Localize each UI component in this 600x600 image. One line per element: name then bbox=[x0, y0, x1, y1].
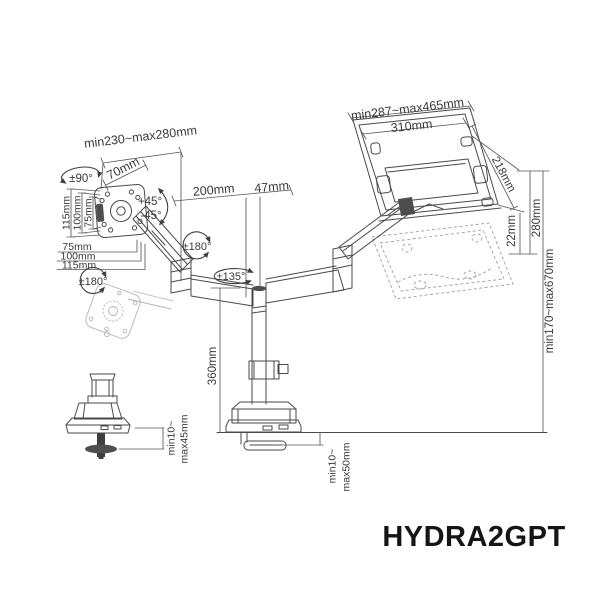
tray-side-clamp bbox=[472, 165, 489, 184]
pole-rotation-135-arrow bbox=[213, 267, 254, 286]
ghost-vesa-plate bbox=[85, 283, 174, 339]
pole-and-desk-clamp bbox=[225, 285, 302, 451]
label-pole-offset: 47mm bbox=[254, 179, 290, 196]
label-clamp-thickness-1: min10~ bbox=[327, 449, 339, 484]
collar-knob bbox=[277, 364, 289, 374]
tray-corner-stop bbox=[460, 136, 473, 147]
pole-top-cap bbox=[251, 285, 267, 292]
rotation-arrows bbox=[59, 166, 254, 294]
label-tray-drop: 22mm bbox=[506, 215, 518, 247]
label-front-arm-reach: 200mm bbox=[192, 181, 235, 199]
quick-release-latch bbox=[95, 203, 105, 222]
tilt-45-arrow bbox=[157, 187, 169, 226]
label-vesa-row-75: 75mm bbox=[62, 241, 91, 253]
label-vesa-row-115: 115mm bbox=[62, 260, 96, 272]
dimension-lines bbox=[56, 100, 550, 450]
tray-corner-stop bbox=[481, 197, 494, 207]
label-tilt-up: +45° bbox=[138, 196, 162, 208]
label-pole-height: 360mm bbox=[207, 347, 219, 385]
label-vesa-col-100: 100mm bbox=[72, 195, 84, 230]
grommet-mount bbox=[65, 373, 131, 459]
label-vesa-row-100: 100mm bbox=[60, 251, 95, 263]
laptop-arm bbox=[265, 197, 415, 304]
label-pole-rotation: ±135° bbox=[217, 271, 246, 283]
label-grommet-thickness-1: min10~ bbox=[166, 421, 178, 456]
label-tilt-down: -45° bbox=[140, 210, 161, 222]
label-vesa-col-75: 75mm bbox=[83, 198, 95, 227]
label-vesa-top-width: 70mm bbox=[105, 154, 142, 182]
label-vesa-col-115: 115mm bbox=[61, 196, 73, 230]
tray-corner-stop bbox=[370, 142, 381, 155]
vesa-rotation-180-arrow bbox=[79, 266, 107, 294]
swivel-90-arrow bbox=[59, 166, 103, 184]
clamp-under-desk-arm bbox=[240, 431, 287, 451]
label-arm-rotation: ±180° bbox=[183, 241, 212, 253]
label-vesa-swivel: ±90° bbox=[69, 173, 93, 185]
laptop-tray bbox=[352, 107, 502, 222]
label-grommet-thickness-2: max45mm bbox=[179, 414, 191, 463]
label-vesa-rotation: ±180° bbox=[79, 276, 108, 288]
label-monitor-width-range: min230~max280mm bbox=[83, 123, 197, 151]
label-height-adjust-range: min170~max670mm bbox=[544, 249, 556, 354]
pole-collar bbox=[248, 360, 289, 380]
label-tray-height: 280mm bbox=[531, 199, 543, 237]
arm-rotation-180-arrow bbox=[182, 231, 211, 260]
tray-side-clamp bbox=[375, 175, 392, 194]
desk-clamp-body bbox=[225, 401, 302, 433]
monitor-vesa-plate bbox=[93, 183, 149, 239]
label-clamp-thickness-2: max50mm bbox=[341, 442, 353, 491]
grommet-washer bbox=[85, 444, 117, 454]
label-tray-width: 310mm bbox=[390, 117, 433, 135]
model-name: HYDRA2GPT bbox=[382, 521, 565, 553]
ghost-laptop bbox=[371, 222, 514, 300]
